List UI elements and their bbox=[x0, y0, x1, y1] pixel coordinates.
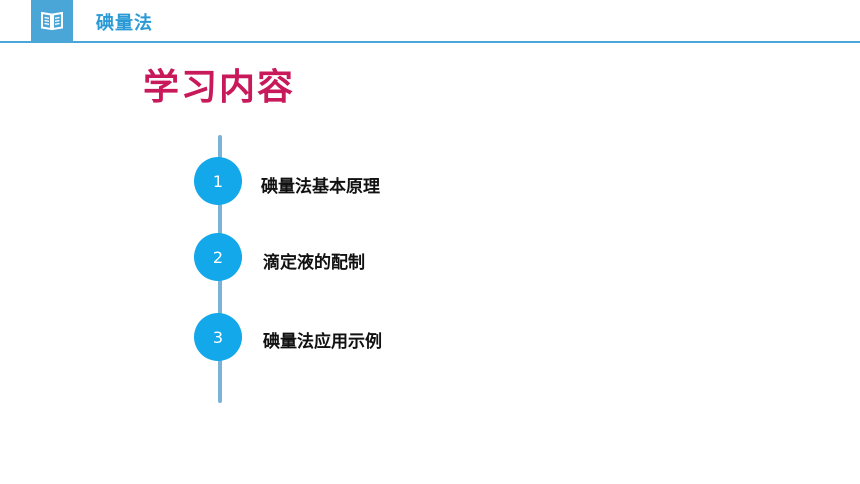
step-3-label[interactable]: 碘量法应用示例 bbox=[263, 332, 382, 352]
header-icon-box bbox=[31, 0, 73, 41]
step-1-label[interactable]: 碘量法基本原理 bbox=[261, 177, 380, 197]
open-book-icon bbox=[41, 11, 63, 30]
header-divider bbox=[0, 41, 860, 43]
header-title: 碘量法 bbox=[96, 13, 153, 34]
step-1-number-circle[interactable]: 1 bbox=[194, 157, 242, 205]
step-2-label[interactable]: 滴定液的配制 bbox=[263, 253, 365, 273]
page-title: 学习内容 bbox=[143, 67, 296, 108]
step-3-number-circle[interactable]: 3 bbox=[194, 313, 242, 361]
step-2-number-circle[interactable]: 2 bbox=[194, 233, 242, 281]
